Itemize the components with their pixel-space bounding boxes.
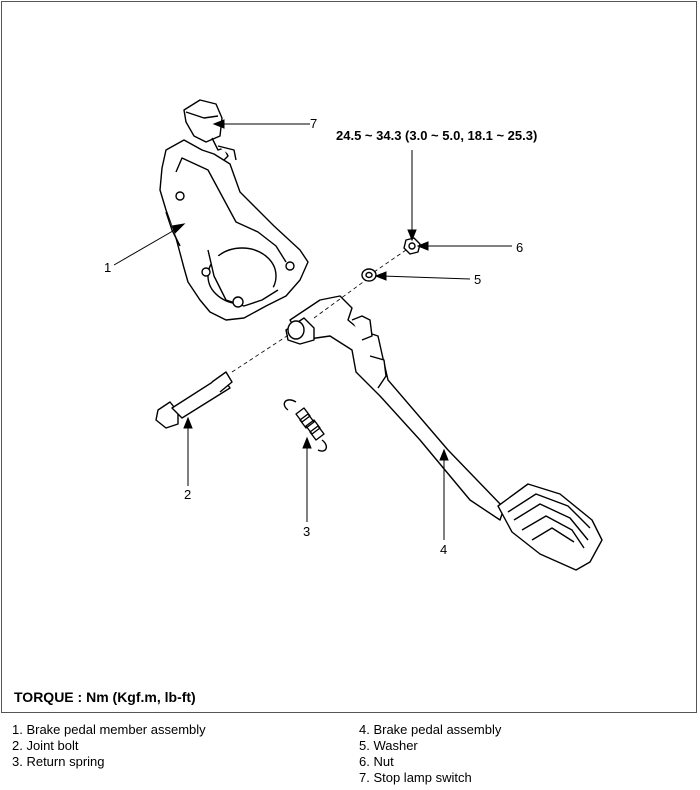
stop-lamp-switch-part: [183, 99, 237, 163]
callout-6: 6: [516, 240, 524, 255]
brake-pedal-exploded-view: [113, 99, 603, 571]
torque-units-legend: TORQUE : Nm (Kgf.m, lb-ft): [14, 689, 196, 705]
callout-5: 5: [474, 272, 482, 287]
parts-legend-right: 4. Brake pedal assembly 5. Washer 6. Nut…: [359, 722, 501, 786]
diagram-frame: [1, 1, 697, 713]
brake-pedal-assembly-part: [285, 295, 603, 571]
legend-item: 3. Return spring: [12, 754, 105, 769]
callout-2: 2: [184, 487, 192, 502]
legend-item: 6. Nut: [359, 754, 394, 769]
legend-item: 2. Joint bolt: [12, 738, 79, 753]
washer-part: [361, 268, 377, 282]
legend-item: 5. Washer: [359, 738, 418, 753]
callout-7: 7: [310, 116, 318, 131]
return-spring-part: [283, 399, 328, 452]
brake-pedal-member-part: [159, 139, 309, 321]
callout-4: 4: [440, 542, 448, 557]
nut-part: [403, 237, 421, 255]
legend-item: 1. Brake pedal member assembly: [12, 722, 206, 737]
parts-legend-left: 1. Brake pedal member assembly 2. Joint …: [12, 722, 206, 770]
legend-item: 7. Stop lamp switch: [359, 770, 472, 785]
torque-spec-label: 24.5 ~ 34.3 (3.0 ~ 5.0, 18.1 ~ 25.3): [336, 128, 538, 143]
joint-bolt-part: [155, 371, 233, 429]
callout-1: 1: [104, 260, 112, 275]
callout-3: 3: [303, 524, 311, 539]
legend-item: 4. Brake pedal assembly: [359, 722, 502, 737]
